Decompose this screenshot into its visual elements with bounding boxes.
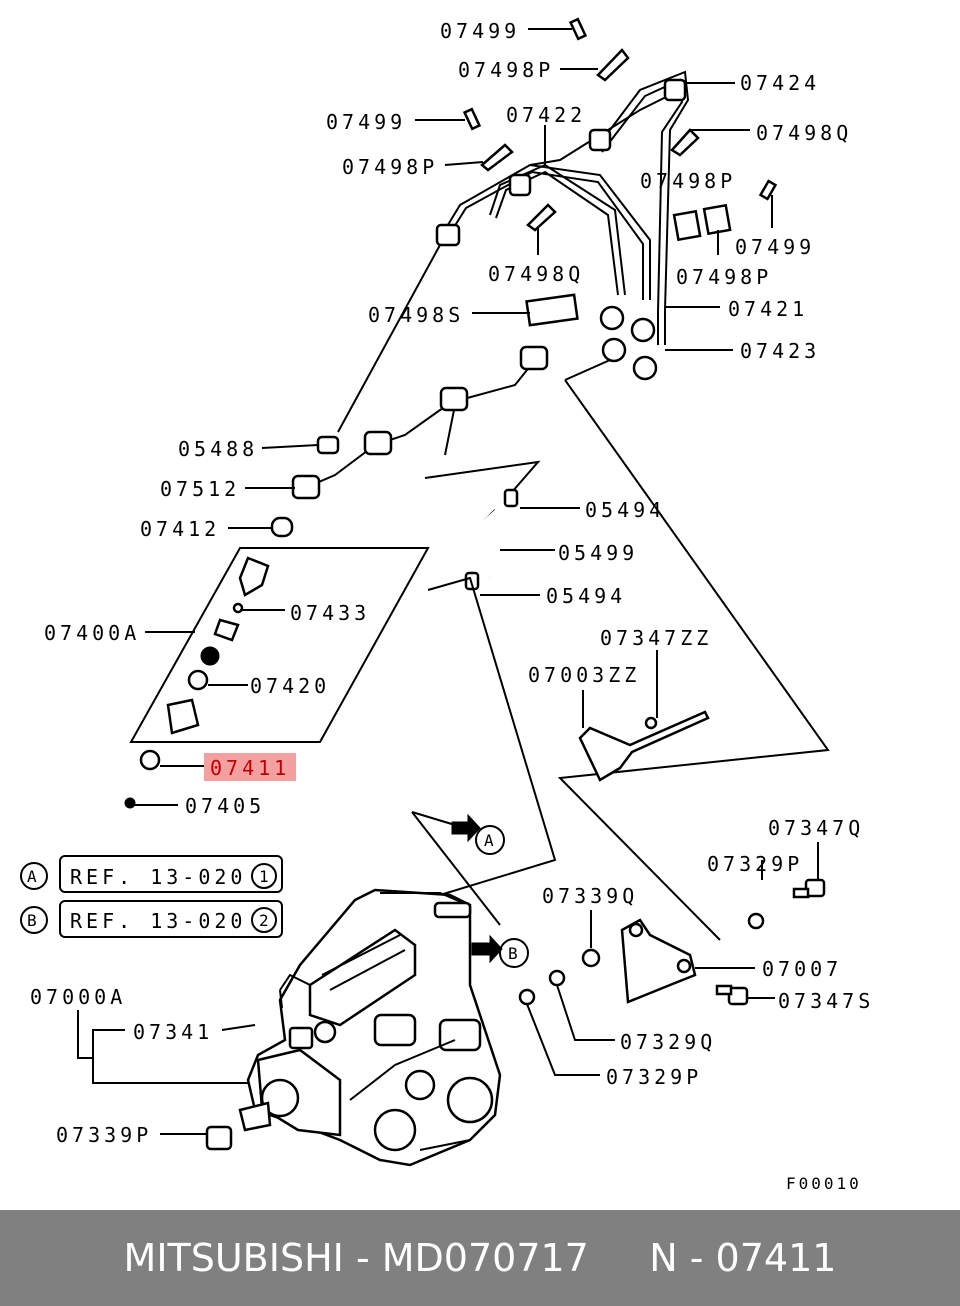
ref-b-letter: B — [27, 911, 40, 930]
ref-b-num: 2 — [259, 911, 272, 930]
callout-b-letter: B — [508, 944, 521, 963]
figure-code: F00010 — [786, 1174, 862, 1193]
bracket-07007 — [205, 878, 826, 1151]
label-07512: 07512 — [160, 477, 240, 501]
label-07412: 07412 — [140, 517, 220, 541]
leaders-box — [133, 609, 285, 806]
label-07341: 07341 — [133, 1020, 213, 1044]
label-07405: 07405 — [185, 794, 265, 818]
label-07499-mid: 07499 — [326, 110, 406, 134]
label-07339p: 07339P — [56, 1123, 152, 1147]
ref-a-letter: A — [27, 867, 40, 886]
label-07347zz: 07347ZZ — [600, 626, 712, 650]
label-07498p-right2: 07498P — [676, 265, 772, 289]
part-labels: 07499 07498P 07424 07499 07422 07498Q 07… — [30, 19, 874, 1193]
ref-a-num: 1 — [259, 867, 272, 886]
label-07498p-left: 07498P — [342, 155, 438, 179]
label-07423: 07423 — [740, 339, 820, 363]
label-07007: 07007 — [762, 957, 842, 981]
leaders-hose — [427, 507, 580, 896]
footer-part-number: N - 07411 — [649, 1236, 837, 1280]
label-07498p-right: 07498P — [640, 169, 736, 193]
return-hose — [464, 488, 519, 591]
parts-diagram: 07499 07498P 07424 07499 07422 07498Q 07… — [20, 17, 874, 1193]
ref-b-text: REF. 13-020 — [70, 909, 246, 933]
label-07499-top: 07499 — [440, 19, 520, 43]
footer-brand: MITSUBISHI - MD070717 — [123, 1236, 589, 1280]
label-07329p-right: 07329P — [707, 852, 803, 876]
reference-boxes — [20, 855, 283, 938]
footer-gap — [589, 1236, 649, 1280]
highlight-box — [204, 753, 296, 781]
label-07498q-right: 07498Q — [756, 121, 852, 145]
pipe-nuts — [435, 78, 687, 381]
label-05494-bot: 05494 — [546, 584, 626, 608]
label-07498q-mid: 07498Q — [488, 262, 584, 286]
label-07003zz: 07003ZZ — [528, 663, 640, 687]
label-07433: 07433 — [290, 601, 370, 625]
ref-a-text: REF. 13-020 — [70, 865, 246, 889]
label-07329p-bot: 07329P — [606, 1065, 702, 1089]
label-07499-right: 07499 — [735, 235, 815, 259]
label-05488: 05488 — [178, 437, 258, 461]
label-07400a: 07400A — [44, 621, 140, 645]
footer-bar: MITSUBISHI - MD070717 N - 07411 — [0, 1210, 960, 1306]
leaders-mid — [228, 244, 830, 941]
label-07420: 07420 — [250, 674, 330, 698]
injection-pump — [238, 888, 502, 1167]
label-07329q: 07329Q — [620, 1030, 716, 1054]
bracket-07003zz — [578, 710, 710, 782]
leaders-bottom — [77, 842, 819, 1135]
label-07421: 07421 — [728, 297, 808, 321]
label-07347q: 07347Q — [768, 816, 864, 840]
leak-off-pipe — [270, 345, 549, 538]
label-07339q: 07339Q — [542, 884, 638, 908]
reference-texts: A REF. 13-020 1 B REF. 13-020 2 A B — [27, 831, 521, 963]
label-07498p-top: 07498P — [458, 58, 554, 82]
label-05494-top: 05494 — [585, 498, 665, 522]
leaders-bracket — [582, 650, 658, 728]
label-07424: 07424 — [740, 71, 820, 95]
label-07422: 07422 — [506, 103, 586, 127]
label-05499: 05499 — [558, 541, 638, 565]
delivery-valve-box — [124, 547, 430, 809]
label-07000a: 07000A — [30, 985, 126, 1009]
leaders-top — [415, 28, 773, 351]
label-07411-highlighted: 07411 — [210, 756, 290, 780]
label-07498s: 07498S — [368, 303, 464, 327]
callout-arrows — [411, 811, 529, 968]
callout-a-letter: A — [484, 831, 497, 850]
label-07347s: 07347S — [778, 989, 874, 1013]
